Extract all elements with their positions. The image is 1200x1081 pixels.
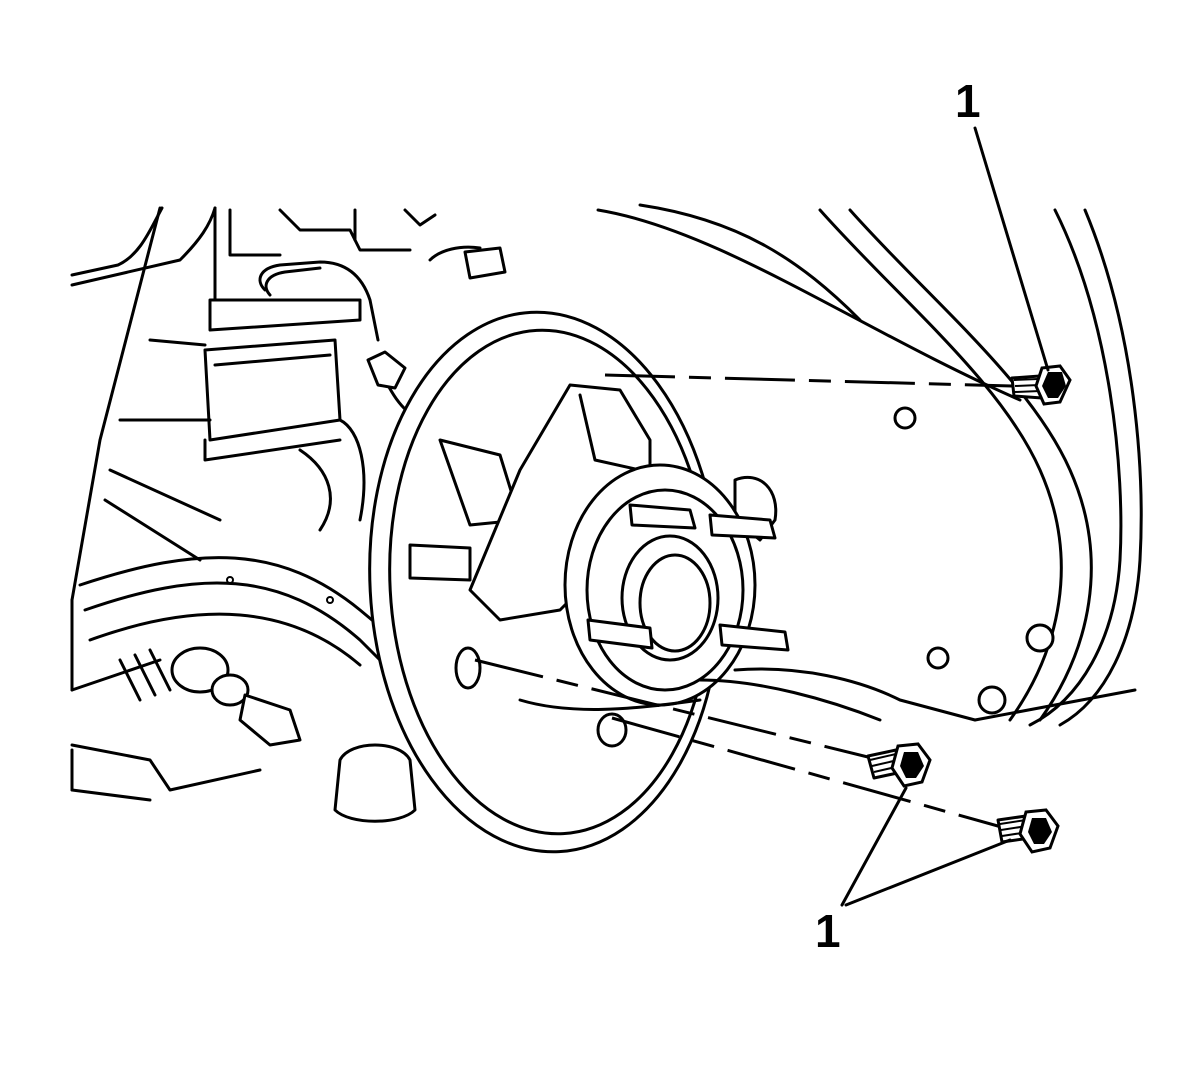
shield-bolt-middle [866, 742, 932, 788]
wheelhouse-liner [596, 203, 1143, 727]
callout-number-bottom: 1 [815, 905, 841, 957]
callout-pointers [840, 126, 1050, 907]
brake-hose [258, 245, 507, 422]
callout-number-top: 1 [955, 75, 981, 127]
vehicle-frame [70, 206, 437, 792]
cradle-block [103, 338, 366, 562]
bolt-leader-lines [474, 373, 1013, 830]
suspension-crossmember [518, 406, 1055, 722]
shield-bolt-top [1010, 364, 1072, 406]
wheel-stud [586, 503, 790, 652]
wheel-hub [563, 463, 790, 707]
lower-control-arm [78, 556, 422, 692]
shield-bolt-lower [996, 808, 1060, 854]
tie-rod-assembly [70, 646, 417, 823]
